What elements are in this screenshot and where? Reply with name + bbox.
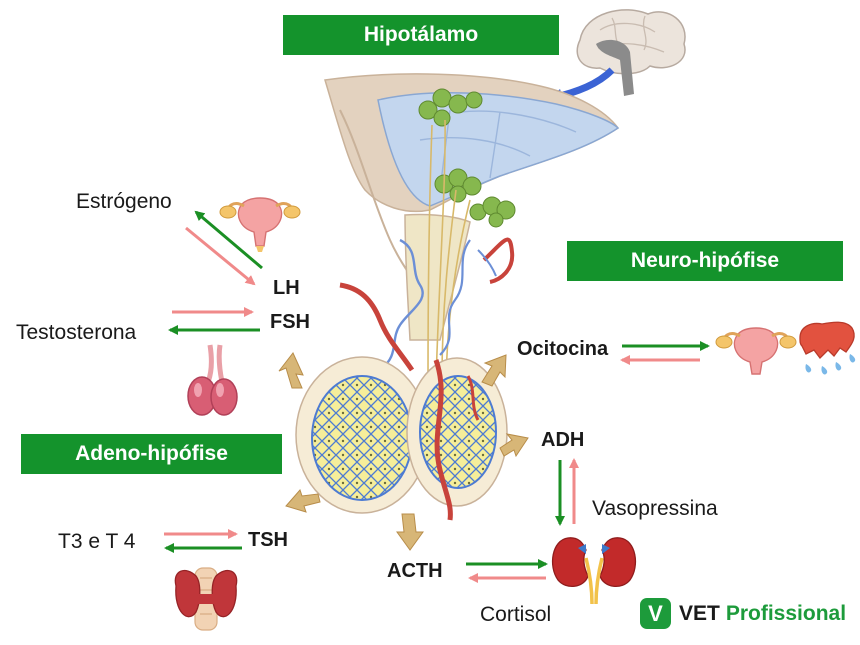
secretion-arrows — [278, 352, 529, 551]
testes-icon — [187, 344, 238, 416]
banner-adenohypophysis: Adeno-hipófise — [21, 434, 282, 474]
brand-name-vet: VET — [679, 601, 720, 625]
brand-badge-icon: V — [640, 598, 671, 629]
brand-logo: V VET Profissional — [640, 598, 846, 629]
brain-icon — [576, 9, 686, 96]
label-lh: LH — [273, 277, 300, 299]
label-estrogen: Estrógeno — [76, 190, 172, 213]
arrow-estrogen-feedback — [185, 226, 256, 286]
label-fsh: FSH — [270, 311, 310, 333]
label-t3-t4: T3 e T 4 — [58, 530, 136, 553]
label-adh: ADH — [541, 429, 585, 451]
ovary-icon-right — [715, 327, 797, 375]
label-oxytocin: Ocitocina — [517, 338, 609, 360]
ovary-icon-top — [219, 197, 301, 252]
brand-name-profissional: Profissional — [725, 601, 847, 625]
label-vasopressin: Vasopressina — [592, 497, 718, 520]
banner-neurohypophysis: Neuro-hipófise — [567, 241, 843, 281]
label-cortisol: Cortisol — [480, 603, 552, 626]
arrow-lh-to-estrogen — [194, 210, 263, 270]
thyroid-icon — [174, 567, 238, 631]
anterior-lobe — [295, 356, 429, 514]
neuron-clusters — [418, 88, 516, 228]
pituitary-stalk — [339, 119, 515, 381]
mammary-gland-icon — [799, 321, 856, 375]
feedback-arrows — [164, 210, 710, 583]
posterior-lobe — [406, 357, 508, 521]
label-testosterone: Testosterona — [16, 321, 137, 344]
kidneys-icon — [551, 537, 637, 605]
label-tsh: TSH — [248, 529, 288, 551]
banner-hypothalamus: Hipotálamo — [283, 15, 559, 55]
label-acth: ACTH — [387, 560, 443, 582]
